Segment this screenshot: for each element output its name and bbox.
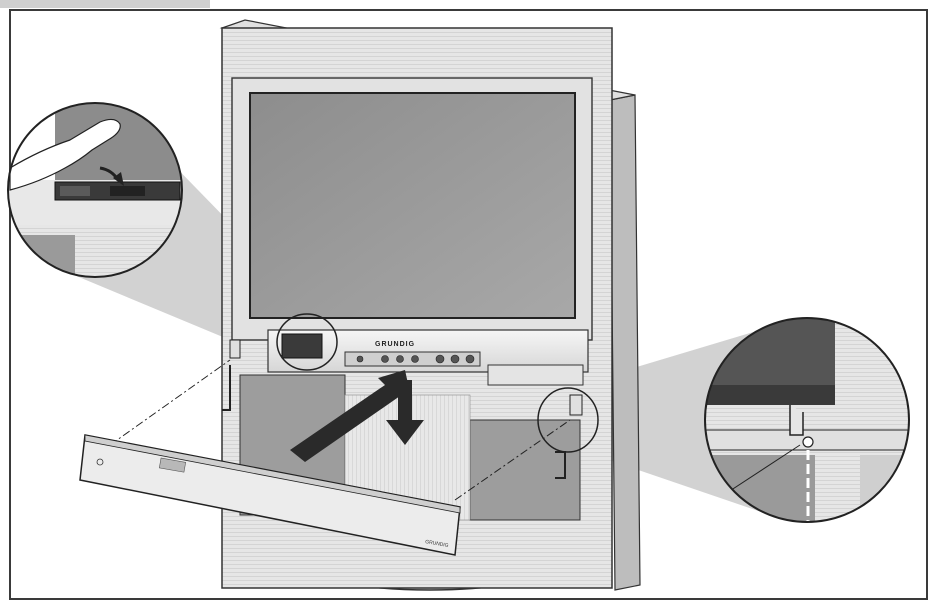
mount-hook-zoom (789, 405, 804, 436)
down-arrow-icon (290, 370, 412, 462)
zoom-marker-left (276, 313, 338, 371)
control-buttons (356, 354, 475, 364)
zoom-callout-right (705, 318, 909, 522)
vertical-arrow-icon (386, 380, 424, 445)
hand-icon (9, 118, 121, 191)
zoom-callout-left-ring (7, 102, 183, 278)
tv-cabinet-side (609, 94, 641, 591)
front-cover-label (158, 457, 187, 473)
zoom-callout-right-ring (704, 317, 910, 523)
front-cover-mark (96, 458, 104, 466)
hinge-bracket-left (229, 339, 241, 359)
control-panel-right (487, 364, 584, 386)
zoom-marker-right (537, 387, 599, 453)
brand-logo: GRUNDIG (375, 341, 415, 348)
tv-screen (249, 92, 576, 319)
guide-line-right (454, 419, 571, 501)
hinge-bracket-right (569, 394, 583, 416)
mount-hook-right (555, 451, 566, 479)
front-cover-top-edge (84, 434, 461, 514)
mount-hook-left (222, 365, 231, 411)
speaker-grille-right (469, 419, 581, 521)
header-tab (0, 0, 210, 8)
front-cover-logo: GRUNDIG (425, 539, 449, 549)
display-window (281, 333, 323, 359)
